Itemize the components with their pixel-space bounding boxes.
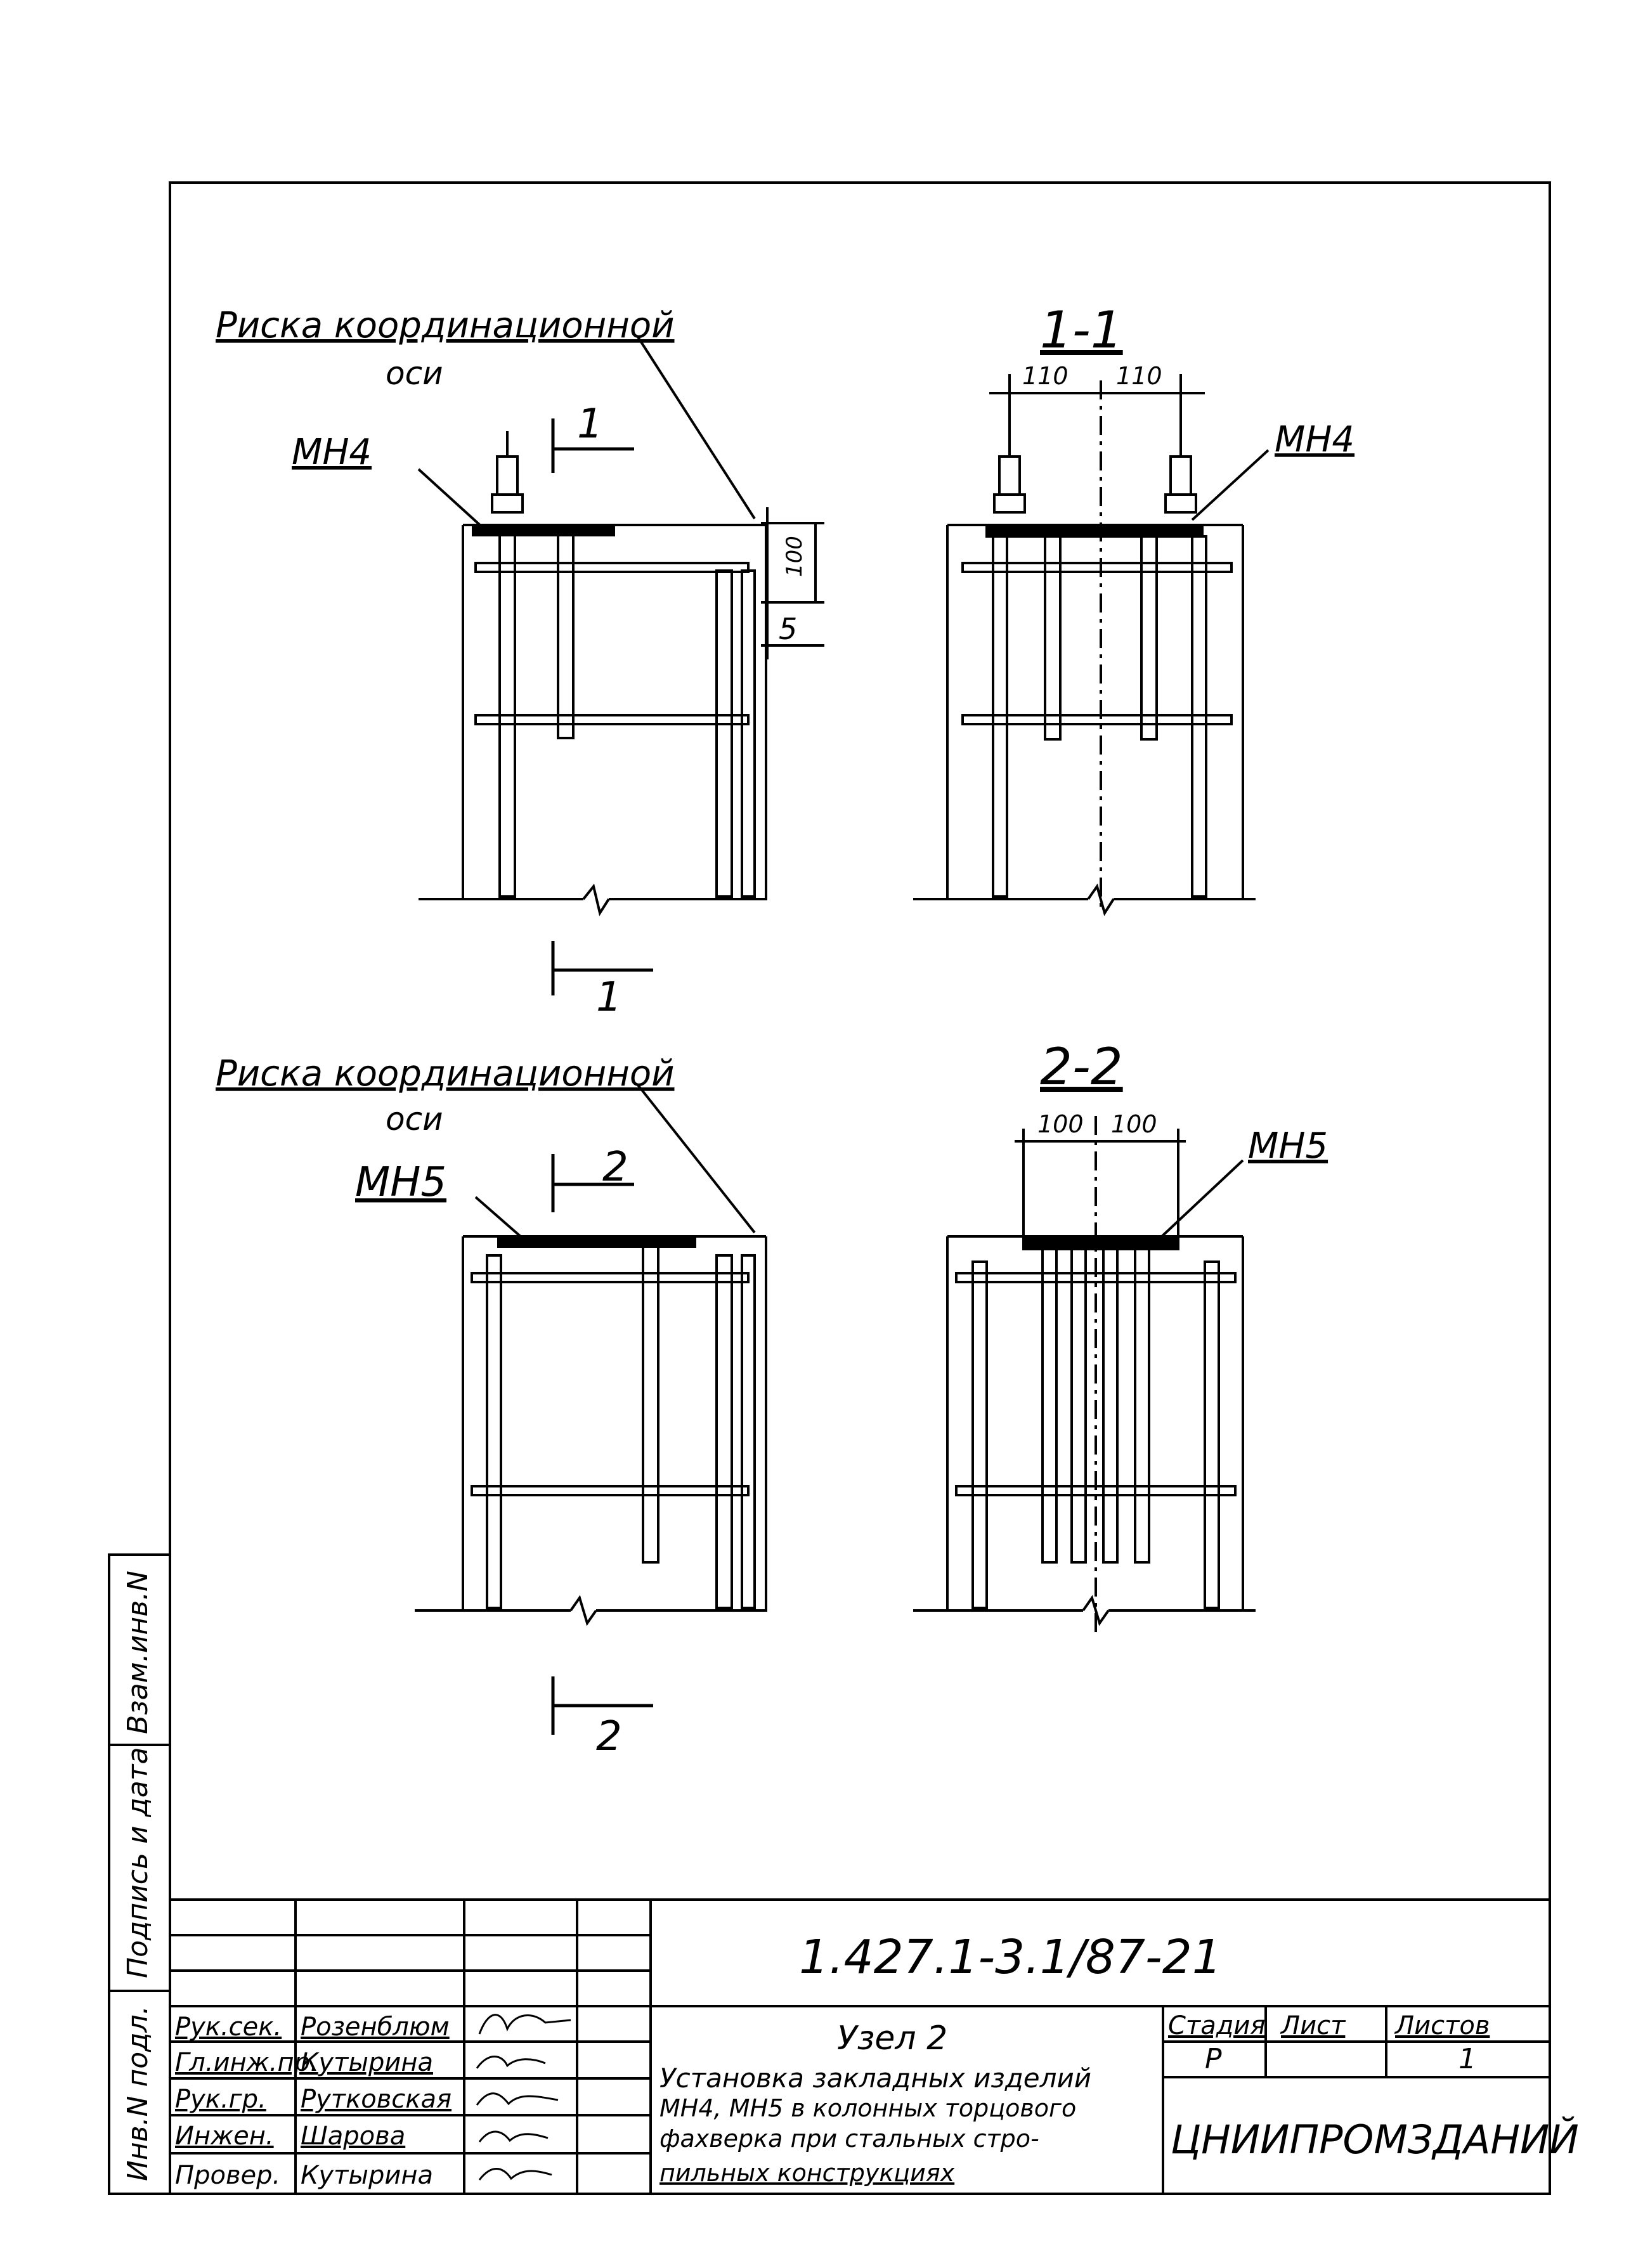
sheets-value: 1 (1458, 2043, 1476, 2075)
staff-table: Рук.сек. Розенблюм Гл.инж.пр. Кутырина Р… (175, 2012, 451, 2190)
sheet-title-line1: Узел 2 (837, 2019, 947, 2057)
staff-role-1: Рук.сек. (175, 2012, 282, 2042)
staff-role-5: Провер. (175, 2161, 280, 2190)
signature-4 (478, 2130, 549, 2142)
dim-100-right: 100 (1111, 1110, 1157, 1138)
stage-label: Стадия (1168, 2011, 1265, 2040)
sheet-frame (108, 181, 1551, 2195)
signature-5 (478, 2168, 552, 2181)
sheets-label: Листов (1394, 2011, 1490, 2040)
cut-mark-1-bottom-label: 1 (596, 974, 622, 1021)
dim-110-right: 110 (1116, 362, 1162, 390)
side-stamp-signature-date: Подпись и дата (122, 1747, 154, 1978)
staff-name-1: Розенблюм (301, 2012, 450, 2042)
cut-mark-1-top (551, 418, 634, 473)
cut-mark-1-top-label: 1 (577, 401, 603, 448)
staff-role-3: Рук.гр. (175, 2085, 266, 2114)
sheet-title-line2: Установка закладных изделий (659, 2063, 1091, 2094)
side-stamp-replacement: Взам.инв.N (122, 1571, 154, 1734)
sheet-title: Узел 2 Установка закладных изделий МН4, … (659, 2019, 1091, 2187)
part-label-mh4-section: МН4 (1275, 419, 1354, 460)
staff-name-5: Кутырина (301, 2161, 433, 2190)
section-title-2-2: 2-2 (1040, 1037, 1123, 1096)
stage-value: Р (1205, 2043, 1222, 2075)
view-plan-2-labels: Риска координационной оси МН5 2 2 (216, 1053, 675, 1760)
organization: ЦНИИПРОМЗДАНИЙ (1171, 2116, 1579, 2163)
dim-height-100: 100 (782, 536, 807, 577)
axis-note-2-line2: оси (386, 1101, 443, 1137)
staff-name-3: Рутковская (301, 2085, 451, 2114)
part-label-mh5: МН5 (355, 1159, 446, 1206)
axis-note-2-line1: Риска координационной (216, 1053, 675, 1094)
staff-name-4: Шарова (301, 2122, 405, 2151)
dim-100-left: 100 (1037, 1110, 1084, 1138)
signature-1 (478, 2014, 571, 2035)
sheet-title-line4: фахверка при стальных стро- (659, 2125, 1039, 2153)
view-section-1-1 (913, 374, 1270, 916)
axis-note-1-line1: Риска координационной (216, 305, 675, 346)
stage-sheet-table: Стадия Лист Листов Р 1 ЦНИИПРОМЗДАНИЙ (1168, 2011, 1579, 2163)
signature-2 (476, 2056, 546, 2069)
cut-mark-1-bottom (551, 941, 653, 995)
part-label-mh5-section: МН5 (1248, 1125, 1328, 1167)
sheet-label: Лист (1280, 2011, 1346, 2040)
dim-gap-5: 5 (779, 612, 797, 646)
view-plan-2 (415, 1083, 767, 1626)
side-stamp-inventory: Инв.N подл. (122, 2006, 154, 2181)
staff-name-2: Кутырина (301, 2048, 433, 2077)
sheet-title-line3: МН4, МН5 в колонных торцового (659, 2094, 1076, 2122)
cut-mark-2-top (551, 1154, 634, 1212)
axis-note-1-line2: оси (386, 355, 443, 392)
staff-role-2: Гл.инж.пр. (175, 2048, 318, 2077)
view-section-1-1-labels: 1-1 110 110 МН4 (1022, 301, 1354, 460)
side-stamp: Инв.N подл. Подпись и дата Взам.инв.N (122, 1571, 154, 2181)
part-label-mh4: МН4 (292, 432, 372, 473)
signatures (476, 2014, 571, 2181)
cut-mark-2-top-label: 2 (602, 1144, 628, 1191)
section-title-1-1: 1-1 (1040, 301, 1123, 360)
title-block-grid (170, 1898, 1550, 2194)
view-plan-1 (417, 335, 824, 917)
view-section-2-2 (913, 1116, 1256, 1636)
signature-3 (476, 2092, 559, 2106)
document-code: 1.427.1-3.1/87-21 (799, 1930, 1222, 1985)
cut-mark-2-bottom-label: 2 (596, 1713, 622, 1760)
staff-role-4: Инжен. (175, 2122, 274, 2151)
cut-mark-2-bottom (551, 1676, 653, 1735)
dim-110-left: 110 (1022, 362, 1069, 390)
sheet-title-line5: пильных конструкциях (659, 2159, 955, 2187)
view-plan-1-labels: Риска координационной оси МН4 100 5 1 1 (216, 305, 807, 1021)
view-section-2-2-labels: 2-2 100 100 МН5 (1037, 1037, 1328, 1167)
